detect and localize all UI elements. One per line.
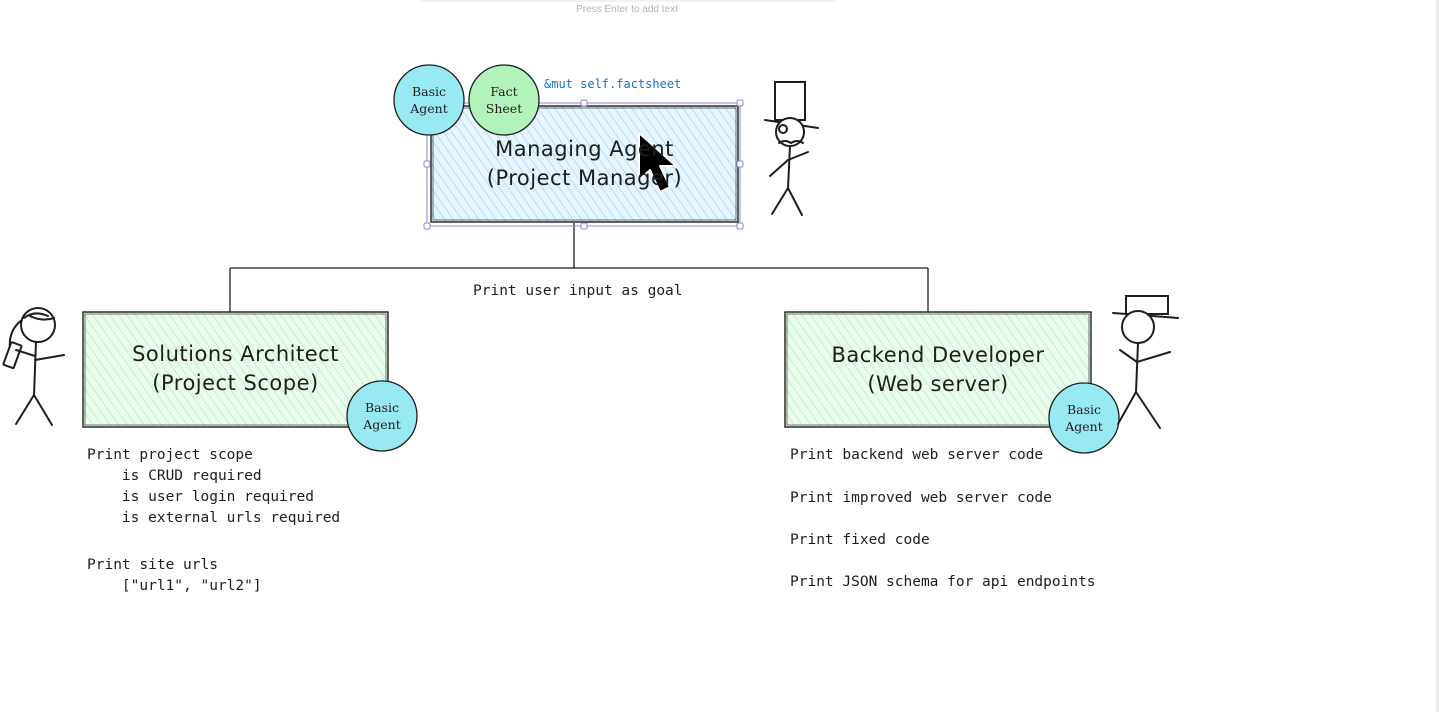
architect-title-line1: Solutions Architect <box>132 342 339 366</box>
backend-note-line: Print backend web server code <box>790 447 1044 463</box>
manager-basic-agent-line2: Agent <box>410 101 448 116</box>
factsheet-annotation: &mut self.factsheet <box>544 77 682 91</box>
fact-sheet-line2: Sheet <box>485 101 523 116</box>
architect-title: Solutions Architect (Project Scope) <box>83 340 388 398</box>
architect-basic-agent-line1: Basic <box>364 400 400 415</box>
fact-sheet-circle[interactable] <box>468 64 540 136</box>
basic-agent-circle-manager[interactable] <box>393 64 465 136</box>
architect-note-line: is CRUD required <box>87 468 262 484</box>
backend-developer-box[interactable] <box>784 311 1092 428</box>
backend-basic-agent-line2: Agent <box>1065 419 1103 434</box>
backend-title: Backend Developer (Web server) <box>785 341 1091 399</box>
architect-note-line: is user login required <box>87 489 314 505</box>
basic-agent-circle-architect[interactable] <box>346 380 418 452</box>
manager-basic-agent-line1: Basic <box>411 84 447 99</box>
managing-agent-title: Managing Agent (Project Manager) <box>431 135 738 193</box>
architect-stick-figure <box>2 307 65 426</box>
architect-note-line: ["url1", "url2"] <box>87 578 262 594</box>
text-hint: Press Enter to add text <box>576 4 678 15</box>
managing-agent-title-line2: (Project Manager) <box>486 166 683 190</box>
manager-basic-agent-label: Basic Agent <box>394 83 464 117</box>
architect-note-line: Print project scope <box>87 447 253 463</box>
basic-agent-circle-backend[interactable] <box>1048 382 1120 454</box>
architect-basic-agent-label: Basic Agent <box>347 399 417 433</box>
backend-title-line2: (Web server) <box>867 372 1009 396</box>
backend-title-line1: Backend Developer <box>831 343 1045 367</box>
backend-basic-agent-label: Basic Agent <box>1049 401 1119 435</box>
backend-note-line: Print fixed code <box>790 532 930 548</box>
architect-basic-agent-line2: Agent <box>363 417 401 432</box>
org-connector-lines <box>229 223 929 312</box>
fact-sheet-line1: Fact <box>490 84 518 99</box>
architect-title-line2: (Project Scope) <box>152 371 319 395</box>
top-toolbar-edge <box>420 0 836 2</box>
architect-note-line: Print site urls <box>87 557 218 573</box>
connector-label: Print user input as goal <box>473 283 683 299</box>
top-hat-stick-figure <box>764 81 819 216</box>
solutions-architect-box[interactable] <box>82 311 389 428</box>
fact-sheet-label: Fact Sheet <box>469 83 539 117</box>
backend-note-line: Print improved web server code <box>790 490 1052 506</box>
mouse-cursor-icon <box>638 132 677 193</box>
backend-stick-figure <box>1112 295 1179 429</box>
window-edge <box>1436 0 1439 712</box>
architect-note-line: is external urls required <box>87 510 341 526</box>
backend-basic-agent-line1: Basic <box>1066 402 1102 417</box>
managing-agent-title-line1: Managing Agent <box>495 137 674 161</box>
backend-note-line: Print JSON schema for api endpoints <box>790 574 1096 590</box>
